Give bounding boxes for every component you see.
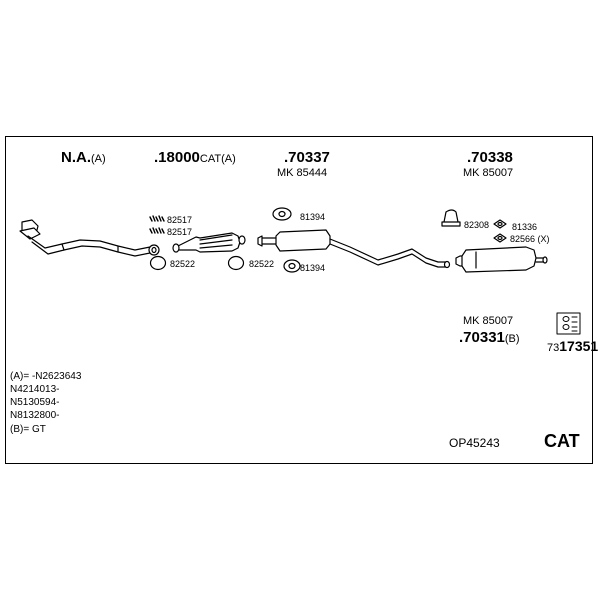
catalytic-converter-drawing bbox=[172, 232, 246, 253]
note-line-4: N8132800- bbox=[10, 410, 60, 421]
part-label-81394-b: 81394 bbox=[300, 263, 326, 273]
hanger-ring-drawing bbox=[493, 219, 507, 243]
alt-rear-suffix: (B) bbox=[504, 333, 520, 345]
header-na: N.A.(A) bbox=[61, 150, 106, 165]
kit-number-main: 17351 bbox=[559, 338, 599, 354]
part-label-82308: 82308 bbox=[464, 220, 490, 230]
header-rear-silencer: .70338 bbox=[467, 149, 513, 166]
mk-front-silencer: MK 85444 bbox=[277, 167, 328, 179]
mk-alt-rear-silencer: MK 85007 bbox=[463, 315, 514, 327]
part-label-81336: 81336 bbox=[512, 222, 538, 232]
note-line-5: (B)= GT bbox=[10, 424, 46, 435]
header-alt-rear-silencer: .70331(B) bbox=[459, 330, 520, 345]
rear-silencer-drawing bbox=[455, 246, 548, 273]
note-line-3: N5130594- bbox=[10, 397, 60, 408]
header-na-suffix: (A) bbox=[91, 153, 106, 165]
gasket-ring-drawing bbox=[149, 255, 245, 271]
kit-number-prefix: 73 bbox=[547, 342, 560, 354]
system-code: OP45243 bbox=[449, 436, 500, 450]
spring-bolt-drawing bbox=[149, 215, 165, 234]
part-label-81394-a: 81394 bbox=[300, 212, 326, 222]
diagram-frame bbox=[5, 136, 593, 464]
kit-number: 7317351 bbox=[547, 339, 598, 355]
note-line-2: N4214013- bbox=[10, 384, 60, 395]
assembly-kit-icon bbox=[556, 312, 581, 335]
note-line-1: (A)= -N2623643 bbox=[10, 371, 82, 382]
mk-rear-silencer: MK 85007 bbox=[463, 167, 514, 179]
system-label: CAT bbox=[544, 431, 580, 451]
front-silencer-drawing bbox=[257, 229, 451, 269]
header-catalyst: .18000CAT(A) bbox=[154, 150, 236, 165]
part-label-82522-a: 82522 bbox=[170, 259, 196, 269]
header-front-silencer: .70337 bbox=[284, 149, 330, 166]
header-catalyst-main: .18000 bbox=[154, 149, 200, 166]
front-pipe-drawing bbox=[19, 219, 160, 257]
part-label-82517-a: 82517 bbox=[167, 215, 193, 225]
part-label-82522-b: 82522 bbox=[249, 259, 275, 269]
part-label-82566: 82566 (X) bbox=[510, 234, 550, 244]
rubber-hanger-drawing bbox=[272, 207, 301, 273]
header-catalyst-suffix: CAT(A) bbox=[199, 153, 236, 165]
part-label-82517-b: 82517 bbox=[167, 227, 193, 237]
alt-rear-main: .70331 bbox=[459, 329, 505, 346]
header-na-main: N.A. bbox=[61, 149, 91, 166]
pipe-clamp-drawing bbox=[441, 209, 461, 227]
